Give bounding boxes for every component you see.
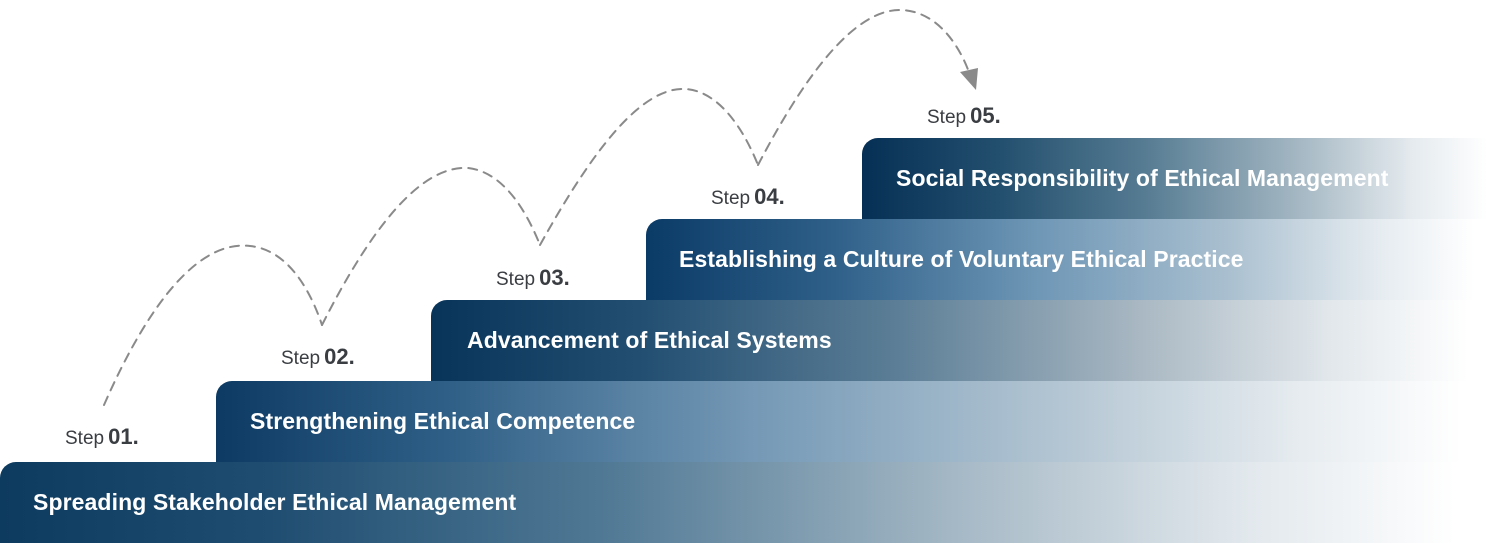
step-03-bar: Advancement of Ethical Systems	[431, 300, 1500, 381]
step-04-number: 04.	[754, 184, 785, 209]
step-04-word: Step	[711, 188, 751, 209]
step-05-word: Step	[927, 107, 967, 128]
step-03-title: Advancement of Ethical Systems	[467, 327, 832, 353]
step-05-number: 05.	[970, 103, 1001, 128]
step-02-word: Step	[281, 348, 321, 369]
arrow-down-icon	[960, 68, 978, 90]
step-01-word: Step	[65, 428, 105, 449]
step-05-title: Social Responsibility of Ethical Managem…	[896, 165, 1389, 191]
step-01-bar: Spreading Stakeholder Ethical Management	[0, 462, 1500, 543]
step-04-bar: Establishing a Culture of Voluntary Ethi…	[646, 219, 1500, 300]
step-03-word: Step	[496, 269, 536, 290]
step-01-number: 01.	[108, 424, 139, 449]
step-03-number: 03.	[539, 265, 570, 290]
step-05-bar: Social Responsibility of Ethical Managem…	[862, 138, 1500, 219]
step-04-title: Establishing a Culture of Voluntary Ethi…	[679, 246, 1244, 272]
step-02-number: 02.	[324, 344, 355, 369]
step-02-bar: Strengthening Ethical Competence	[216, 381, 1500, 462]
step-02-title: Strengthening Ethical Competence	[250, 408, 636, 434]
step-01-title: Spreading Stakeholder Ethical Management	[33, 489, 517, 515]
